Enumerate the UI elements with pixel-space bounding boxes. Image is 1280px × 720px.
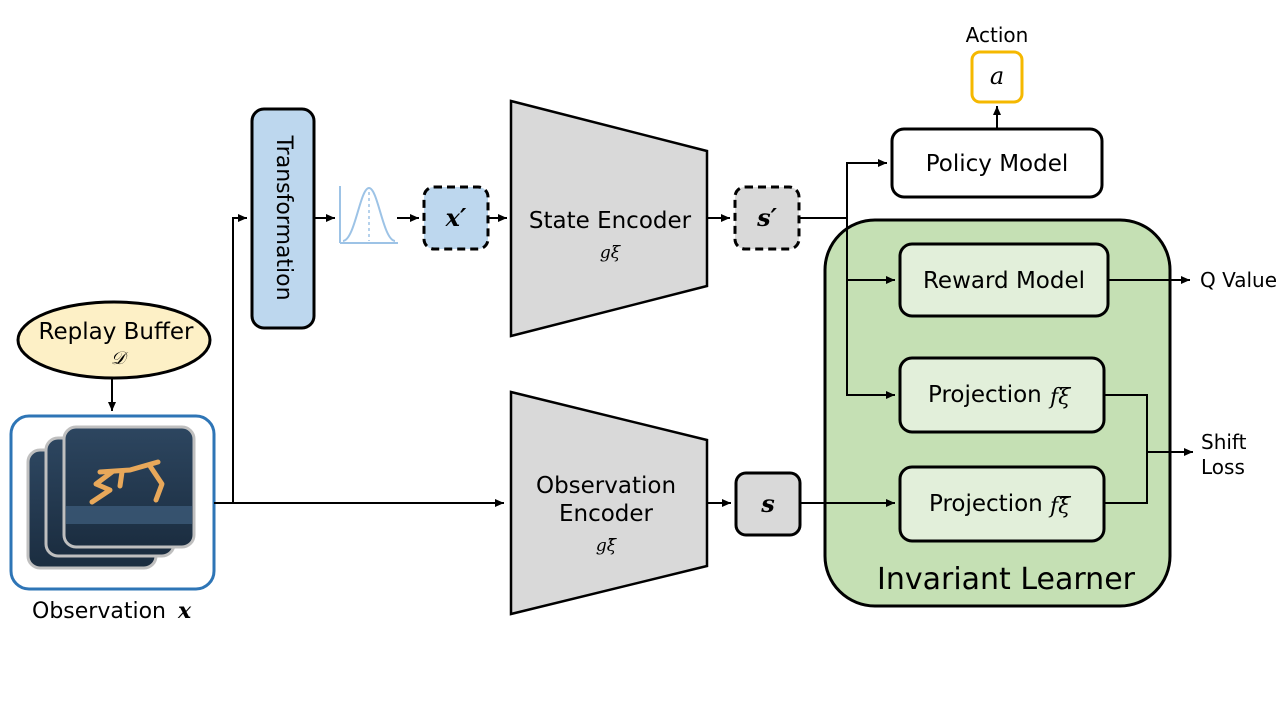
action-box bbox=[970, 50, 1024, 104]
observation-label: Observation bbox=[32, 599, 166, 624]
sprime-to-policy-arrow bbox=[846, 159, 887, 218]
state-encoder-shape bbox=[509, 99, 709, 338]
observation-encoder-label-line1: Observation bbox=[536, 473, 676, 499]
projection-symbol-2: fξ̄ bbox=[1048, 494, 1072, 519]
action-symbol: a bbox=[990, 62, 1004, 90]
s-label: s bbox=[760, 489, 775, 518]
replay-buffer-label: Replay Buffer bbox=[39, 319, 194, 345]
observation-encoder-symbol: gξ̄ bbox=[596, 536, 618, 556]
s-prime-label: s′ bbox=[756, 203, 778, 232]
x-prime-label: x′ bbox=[445, 203, 467, 232]
observation-frame-stack bbox=[26, 425, 196, 570]
shift-loss-label-line2: Loss bbox=[1201, 455, 1245, 479]
shift-loss-label-line1: Shift bbox=[1201, 430, 1247, 454]
projection-label-2: Projection bbox=[929, 491, 1043, 517]
observation-encoder-label-line2: Encoder bbox=[559, 501, 654, 527]
state-encoder-symbol: gξ bbox=[600, 243, 622, 263]
sprime-to-projection-arrow bbox=[846, 280, 895, 399]
replay-buffer-symbol: 𝒟 bbox=[111, 348, 129, 369]
reward-model-label: Reward Model bbox=[923, 268, 1085, 294]
cheetah-robot-icon bbox=[89, 459, 165, 505]
state-encoder-label: State Encoder bbox=[529, 208, 692, 234]
replay-buffer-ellipse bbox=[16, 300, 212, 380]
q-value-label: Q Value bbox=[1200, 268, 1277, 292]
transformation-label: Transformation bbox=[271, 134, 296, 300]
observation-symbol: x bbox=[177, 598, 192, 624]
observation-to-transformation-arrow bbox=[232, 214, 247, 503]
invariant-learner-label: Invariant Learner bbox=[877, 562, 1136, 597]
policy-model-label: Policy Model bbox=[926, 151, 1069, 177]
action-label: Action bbox=[966, 23, 1029, 47]
distribution-icon bbox=[339, 186, 398, 244]
projection-label-1: Projection bbox=[928, 382, 1042, 408]
projection-symbol-1: fξ bbox=[1048, 385, 1072, 410]
observation-encoder-shape bbox=[509, 390, 709, 616]
projection1-to-loss-line bbox=[1104, 394, 1148, 504]
